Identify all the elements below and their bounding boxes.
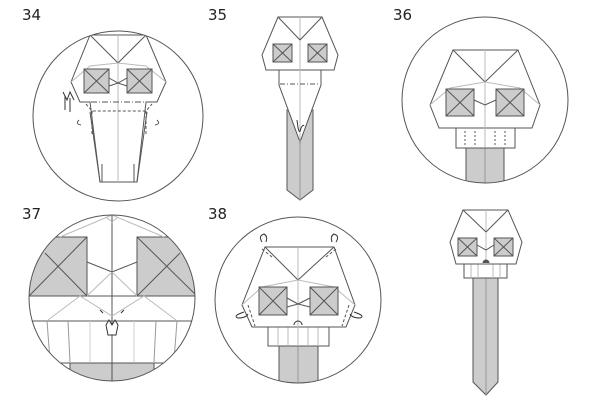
- step-number-34: 34: [22, 6, 42, 24]
- step-38-diagram: [214, 216, 382, 384]
- step-number-38: 38: [208, 205, 228, 223]
- final-skull-sword: [449, 209, 523, 396]
- step-36-diagram: [401, 16, 569, 184]
- step-number-36: 36: [393, 6, 413, 24]
- step-number-37: 37: [22, 205, 42, 223]
- step-number-35: 35: [208, 6, 228, 24]
- step-37-diagram: [28, 214, 196, 382]
- step-35-diagram: [261, 16, 339, 201]
- step-34-diagram: [32, 30, 204, 202]
